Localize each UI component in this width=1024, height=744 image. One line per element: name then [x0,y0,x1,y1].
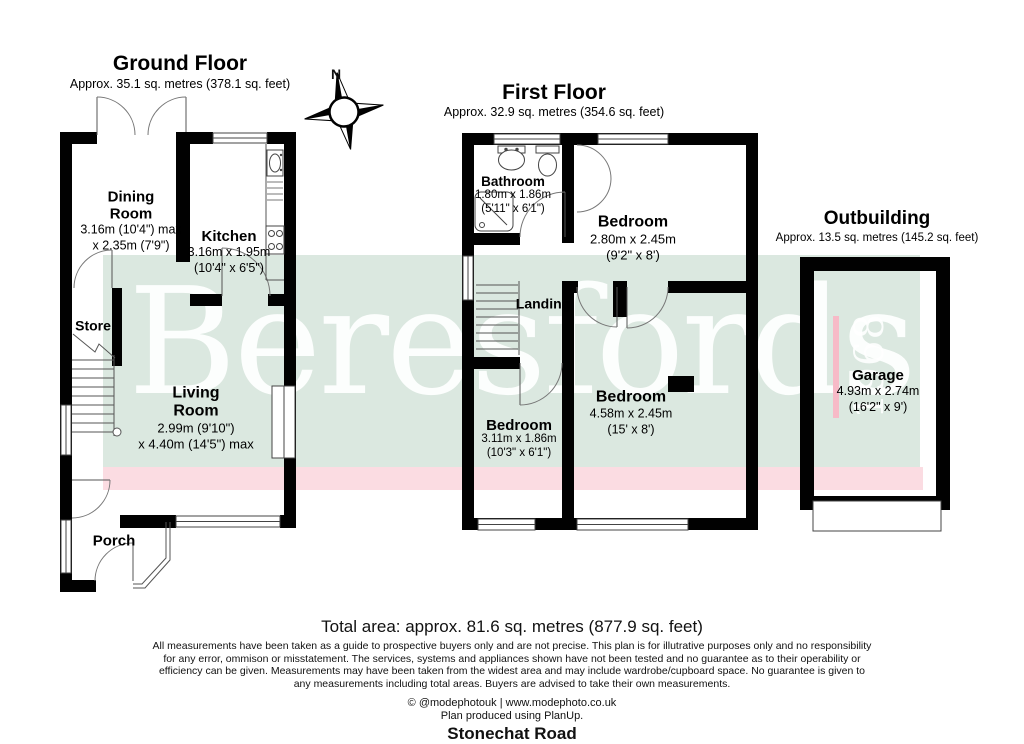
disclaimer-line-3: efficiency can be given. Measurements ma… [158,664,866,677]
room-dims: 3.16m (10'4") max [80,222,182,237]
room-name: Garage [852,367,904,384]
room-name: Bathroom [481,174,545,189]
rear-window-large [576,518,689,531]
wardrobe-doors [576,144,612,213]
photo-credit: © @modephotouk | www.modephoto.co.uk [407,697,617,709]
dining-door [73,249,113,289]
room-label-landing: Landing [516,296,570,313]
hall-window [60,404,72,456]
bathroom-door [519,191,566,238]
living-side-window [271,385,296,459]
rear-window-small [477,518,536,531]
room-label-store: Store [75,318,111,335]
toilet-icon [535,145,560,177]
french-doors [96,96,187,136]
outbuilding-area: Approx. 13.5 sq. metres (145.2 sq. feet) [775,232,979,244]
bathroom-window [493,133,561,145]
room-name: Bedroom [595,388,667,406]
porch-window [60,519,72,574]
room-dims: 4.93m x 2.74m [836,384,920,398]
room-dims: (10'3" x 6'1") [486,446,552,459]
disclaimer-line-1: All measurements have been taken as a gu… [152,639,872,652]
front-door [94,542,134,582]
room-name: Store [75,317,111,334]
room-label-bedroom-small: Bedroom 3.11m x 1.86m (10'3" x 6'1") [481,418,556,460]
room-dims: x 4.40m (14'5") max [138,436,254,451]
kitchen-door [221,247,271,297]
kitchen-window [212,132,268,144]
outbuilding-plan [800,257,950,532]
ground-floor-area: Approx. 35.1 sq. metres (378.1 sq. feet) [69,77,291,91]
room-dims: (5'11" x 6'1") [481,202,545,215]
property-address: Stonechat Road [447,724,577,743]
room-label-bedroom-large: Bedroom 4.58m x 2.45m (15' x 8') [590,389,673,438]
compass-north-label: N [330,66,342,82]
kitchen-hob-icon [265,225,285,255]
room-name: Landing [515,295,571,312]
room-label-dining: Dining Room 3.16m (10'4") max x 2.35m (7… [80,189,181,254]
large-bedroom-door [626,286,669,329]
room-dims: 2.99m (9'10") [157,420,235,436]
first-floor-title: First Floor [502,81,606,104]
outbuilding-title: Outbuilding [823,208,931,229]
garage-door [812,500,942,532]
landing-window [462,255,474,301]
room-name: Bedroom [486,417,552,434]
room-dims: 1.80m x 1.86m [474,189,552,201]
understairs-lines [72,333,116,359]
room-dims: (9'2" x 8') [606,247,660,262]
room-dims: (10'4" x 6'5") [194,260,264,275]
small-bedroom-door [519,362,563,406]
living-rear-window [175,515,281,528]
first-floor-plan [462,133,758,531]
first-floor-area: Approx. 32.9 sq. metres (354.6 sq. feet) [443,105,665,119]
room-dims: 4.58m x 2.45m [589,406,673,421]
shower-icon [474,191,514,232]
ground-stairs [72,355,122,437]
room-name: Dining Room [107,188,155,223]
disclaimer-line-2: for any error, ommison or misstatement. … [163,652,861,665]
porch-glazing [133,522,171,589]
room-name: Kitchen [201,228,257,245]
chimney-stub [668,376,694,392]
bathroom-sink-icon [497,145,526,171]
first-floor-stairs [476,281,520,355]
room-dims: (15' x 8') [607,422,655,436]
room-dims: x 2.35m (7'9") [92,238,170,252]
room-dims: (16'2" x 9') [848,399,908,414]
kitchen-sink-icon [266,149,284,201]
disclaimer-line-4: any measurements including total areas. … [293,677,731,690]
front-bedroom-window [597,133,669,145]
watermark-pink-line [833,316,839,418]
porch-inner-door [71,479,111,519]
front-bedroom-door [576,286,618,328]
room-label-kitchen: Kitchen 3.16m x 1.95m (10'4" x 6'5") [188,228,271,276]
room-dims: 3.16m x 1.95m [187,245,271,259]
room-dims: 2.80m x 2.45m [590,231,676,247]
room-dims: 3.11m x 1.86m [481,433,557,445]
watermark-pink-band [103,467,923,490]
room-name: Living Room [172,384,220,420]
room-label-living: Living Room 2.99m (9'10") x 4.40m (14'5"… [138,385,253,452]
watermark-brand-text: Beresfords [128,256,917,428]
room-name: Bedroom [597,213,669,231]
kitchen-counter [265,144,284,281]
total-area-text: Total area: approx. 81.6 sq. metres (877… [321,617,703,636]
compass-icon [304,72,384,150]
room-label-porch: Porch [93,533,136,550]
room-label-bathroom: Bathroom 1.80m x 1.86m (5'11" x 6'1") [475,174,551,216]
room-name: Porch [92,532,136,550]
ground-floor-plan [60,96,296,592]
ground-floor-title: Ground Floor [112,52,248,75]
room-label-garage: Garage 4.93m x 2.74m (16'2" x 9') [837,367,920,415]
plan-produced-note: Plan produced using PlanUp. [440,710,584,722]
room-label-bedroom-front: Bedroom 2.80m x 2.45m (9'2" x 8') [590,214,676,263]
